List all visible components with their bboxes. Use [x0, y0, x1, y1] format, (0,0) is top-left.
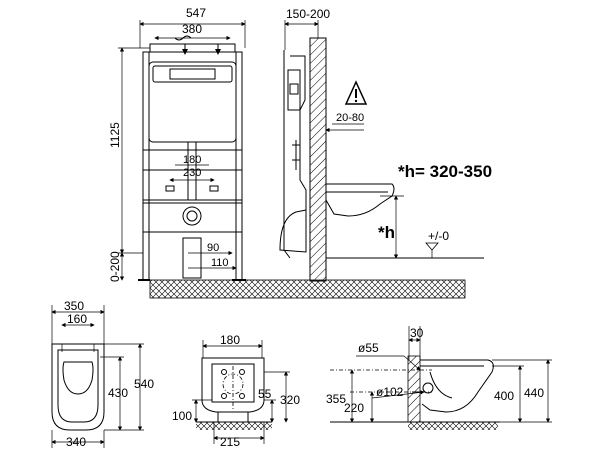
dim-30: 30	[410, 326, 424, 340]
dim-320: 320	[280, 393, 300, 407]
dim-0-200: 0-200	[108, 251, 122, 282]
bowl-top-view	[51, 305, 144, 448]
dim-400: 400	[494, 389, 514, 403]
dim-430: 430	[108, 386, 128, 400]
floor-hatch	[149, 279, 466, 299]
tolerance-label: +/-0	[428, 229, 449, 243]
dim-55: 55	[258, 387, 272, 401]
dim-540: 540	[134, 377, 154, 391]
h-star: *h	[378, 223, 395, 242]
bowl-rear-view	[192, 340, 290, 444]
dim-380: 380	[182, 22, 202, 36]
dim-100: 100	[172, 409, 192, 423]
dim-340: 340	[66, 435, 86, 449]
dim-20-80: 20-80	[336, 112, 364, 124]
dim-220: 220	[344, 401, 364, 415]
dim-547: 547	[186, 6, 206, 20]
dim-350: 350	[64, 299, 84, 313]
dim-180-mid: 180	[220, 333, 240, 347]
h-formula: *h= 320-350	[398, 162, 492, 181]
dim-180-top: 180	[183, 154, 201, 166]
dim-355: 355	[326, 392, 346, 406]
dim-160: 160	[67, 312, 87, 326]
dia-102: ø102	[376, 385, 404, 399]
frame-front-view	[118, 20, 246, 281]
frame-side-view	[279, 20, 484, 282]
dia-55: ø55	[358, 341, 379, 355]
dim-230: 230	[183, 167, 201, 179]
dim-150-200: 150-200	[286, 7, 330, 21]
dim-215: 215	[220, 435, 240, 449]
wall-section	[309, 37, 327, 282]
dim-90: 90	[207, 242, 219, 254]
dim-110: 110	[211, 257, 229, 269]
dim-1125: 1125	[108, 122, 122, 148]
dim-440: 440	[524, 386, 544, 400]
bowl-side-profile	[330, 326, 552, 430]
